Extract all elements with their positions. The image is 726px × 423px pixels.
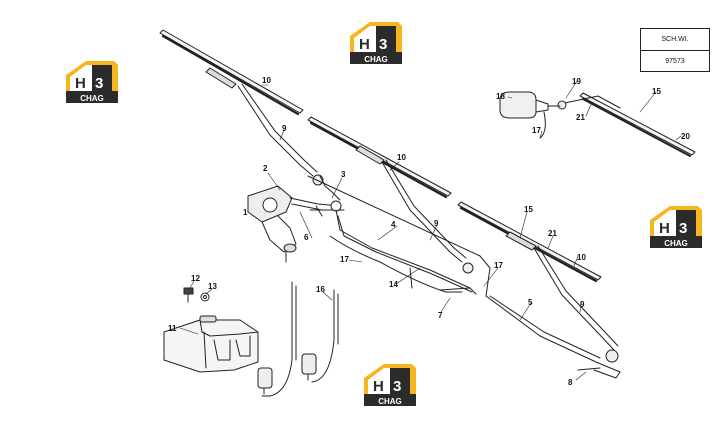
svg-text:H: H <box>75 75 86 92</box>
callout-20: 20 <box>681 132 690 141</box>
svg-text:3: 3 <box>379 36 387 53</box>
callout-19: 19 <box>572 77 581 86</box>
callout-3: 3 <box>341 170 346 179</box>
callout-4: 4 <box>391 220 396 229</box>
main-wiper-motor <box>247 185 297 263</box>
callout-17-left: 17 <box>340 255 349 264</box>
callout-1: 1 <box>243 208 248 217</box>
callout-17-right: 17 <box>494 261 503 270</box>
callout-21-rear: 21 <box>576 113 585 122</box>
schematic-code: SCH.WI. <box>661 36 689 43</box>
callout-15-right: 15 <box>524 205 533 214</box>
callout-15-rear: 15 <box>652 87 661 96</box>
svg-text:3: 3 <box>679 220 687 237</box>
svg-text:CHAG: CHAG <box>664 239 688 248</box>
drive-linkage-rods <box>289 175 621 379</box>
rear-wiper-blade <box>557 92 696 157</box>
reference-box: SCH.WI. 97573 <box>640 28 710 72</box>
callout-6: 6 <box>304 233 309 242</box>
callout-9-left: 9 <box>282 124 287 133</box>
diagram-number: 97573 <box>641 50 709 72</box>
callout-13: 13 <box>208 282 217 291</box>
rear-wiper-motor <box>499 91 561 139</box>
callout-8: 8 <box>568 378 573 387</box>
callout-11: 11 <box>168 324 177 333</box>
callout-9-center: 9 <box>434 219 439 228</box>
callout-10-left: 10 <box>262 76 271 85</box>
svg-text:3: 3 <box>393 378 401 395</box>
callout-7: 7 <box>438 311 443 320</box>
svg-text:CHAG: CHAG <box>364 55 388 64</box>
callout-2: 2 <box>263 164 268 173</box>
washer-hoses <box>329 235 447 293</box>
svg-text:CHAG: CHAG <box>378 397 402 406</box>
callout-17-rear: 17 <box>532 126 541 135</box>
wiper-arm-right <box>533 245 619 363</box>
callout-21-right: 21 <box>548 229 557 238</box>
callout-9-right: 9 <box>580 300 585 309</box>
brand-logo-watermark: H 3 CHAG <box>360 360 420 410</box>
callout-12: 12 <box>191 274 200 283</box>
callout-10-right: 10 <box>577 253 586 262</box>
callout-5: 5 <box>528 298 533 307</box>
brand-logo-watermark: H 3 CHAG <box>346 18 406 68</box>
svg-text:CHAG: CHAG <box>80 94 104 103</box>
callout-10-center: 10 <box>397 153 406 162</box>
svg-text:H: H <box>359 36 370 53</box>
washer-reservoir <box>163 315 259 373</box>
wiper-blade-center <box>307 116 452 199</box>
callout-leaders <box>179 80 682 381</box>
washer-pumps <box>257 281 339 397</box>
svg-text:H: H <box>373 378 384 395</box>
svg-text:H: H <box>659 220 670 237</box>
callout-14: 14 <box>389 280 398 289</box>
wiper-blade-left <box>159 29 304 116</box>
brand-logo-watermark: H 3 CHAG <box>646 202 706 252</box>
svg-text:3: 3 <box>95 75 103 92</box>
wiper-arm-center <box>381 159 474 274</box>
callout-16: 16 <box>316 285 325 294</box>
brand-logo-watermark: H 3 CHAG <box>62 57 122 107</box>
bolt-and-washer <box>183 287 210 303</box>
callout-18: 18 <box>496 92 505 101</box>
wiper-blade-right <box>457 201 602 283</box>
